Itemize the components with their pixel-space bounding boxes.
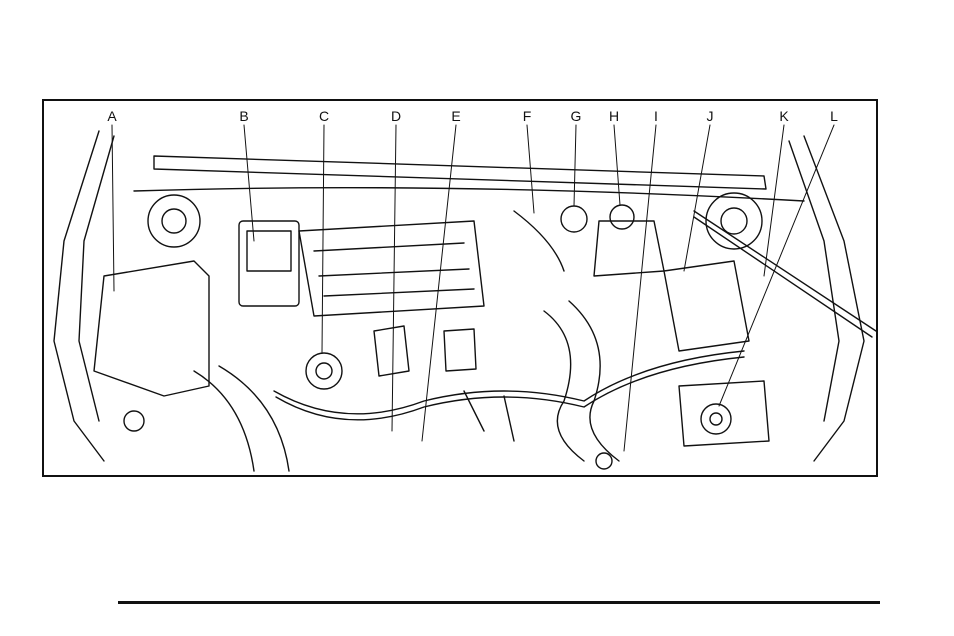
cowl-top (154, 156, 766, 189)
leader-a (112, 125, 114, 291)
intake-duct-left (194, 371, 254, 471)
callout-a: A (107, 109, 116, 123)
callout-b: B (239, 109, 248, 123)
cowl-lower (134, 188, 804, 201)
right-fender-inner (789, 141, 839, 421)
oil-fill-cap (306, 353, 342, 389)
right-fender (804, 136, 864, 461)
fuse-block (239, 221, 299, 306)
power-steering-cap (610, 205, 634, 229)
callout-g: G (571, 109, 582, 123)
callout-e: E (451, 109, 460, 123)
callout-j: J (707, 109, 714, 123)
engine-illustration (44, 101, 878, 477)
page-footer-rule (118, 601, 880, 604)
callout-h: H (609, 109, 619, 123)
callout-c: C (319, 109, 329, 123)
washer-reservoir (679, 381, 769, 446)
hood-prop-rod (694, 211, 876, 331)
engine-compartment-diagram: A B C D E F G H I J K L (42, 99, 878, 477)
callout-k: K (779, 109, 788, 123)
battery (664, 261, 749, 351)
right-strut-tower (706, 193, 762, 249)
air-cleaner-housing (94, 261, 209, 396)
leader-j (684, 125, 710, 271)
callout-d: D (391, 109, 401, 123)
leader-e (422, 125, 456, 441)
wiring-harness (274, 351, 744, 414)
leader-d (392, 125, 396, 431)
leader-b (244, 125, 254, 241)
leader-i (624, 125, 656, 451)
intake-duct-right (544, 311, 584, 461)
washer-fluid-cap (701, 404, 731, 434)
engine-cover (299, 221, 484, 316)
left-strut-tower (148, 195, 200, 247)
callout-f: F (523, 109, 532, 123)
leader-g (574, 125, 576, 206)
callout-l: L (830, 109, 838, 123)
leader-c (322, 125, 324, 353)
coolant-cap (561, 206, 587, 232)
callout-i: I (654, 109, 658, 123)
leader-l (719, 125, 834, 406)
leader-lines (112, 125, 834, 451)
